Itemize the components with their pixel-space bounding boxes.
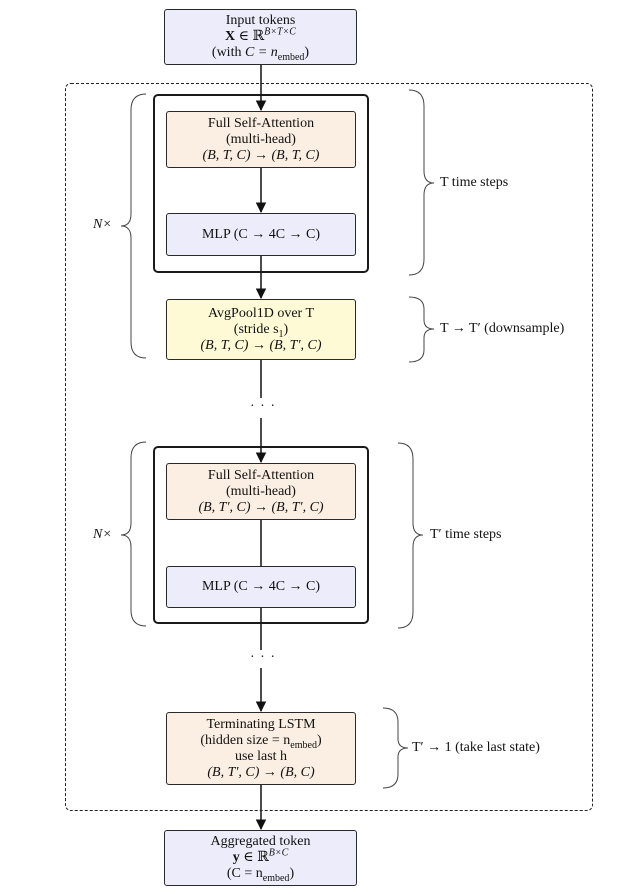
repeat-label-2: N× <box>93 527 112 542</box>
avgpool-box: AvgPool1D over T (stride s1) (B, T, C) →… <box>166 299 356 360</box>
terminating-lstm-box: Terminating LSTM (hidden size = nembed) … <box>166 712 356 785</box>
attention-subtitle-1: (multi-head) <box>226 131 296 147</box>
repeated-stages-container <box>65 83 593 811</box>
attention-title-2: Full Self-Attention <box>207 467 315 483</box>
lstm-shape: (B, T′, C) → (B, C) <box>207 764 315 780</box>
lstm-use-last: use last h <box>234 748 288 764</box>
attention-title-1: Full Self-Attention <box>207 115 315 131</box>
ellipsis-2: · · · <box>250 650 276 665</box>
pool-title: AvgPool1D over T <box>207 305 315 321</box>
self-attention-box-2: Full Self-Attention (multi-head) (B, T′,… <box>166 463 356 520</box>
self-attention-box-1: Full Self-Attention (multi-head) (B, T, … <box>166 111 356 168</box>
downsample-label: T → T′ (downsample) <box>440 321 565 336</box>
right-brace-last-state <box>382 707 409 789</box>
attention-shape-1: (B, T, C) → (B, T, C) <box>202 147 320 163</box>
input-embed-note: (with C = nembed) <box>211 45 310 63</box>
input-tokens-box: Input tokens X ∈ ℝB×T×C (with C = nembed… <box>164 9 357 65</box>
repeat-label-1: N× <box>93 217 112 232</box>
input-shape: X ∈ ℝB×T×C <box>225 26 296 44</box>
mlp-label-2: MLP (C → 4C → C) <box>201 579 321 594</box>
lstm-title: Terminating LSTM <box>206 716 316 732</box>
mlp-box-1: MLP (C → 4C → C) <box>166 213 356 256</box>
transformer-block-group-2 <box>153 446 369 624</box>
left-brace-stage1 <box>120 93 147 359</box>
right-brace-t-prime-steps <box>397 442 424 629</box>
last-state-label: T′ → 1 (take last state) <box>412 740 540 755</box>
transformer-block-group-1 <box>153 94 369 273</box>
attention-shape-2: (B, T′, C) → (B, T′, C) <box>198 499 324 515</box>
output-embed-note: (C = nembed) <box>226 866 295 884</box>
lstm-hidden-size: (hidden size = nembed) <box>200 732 322 751</box>
mlp-box-2: MLP (C → 4C → C) <box>166 566 356 608</box>
output-shape: y ∈ ℝB×C <box>232 847 289 865</box>
right-brace-t-steps <box>408 89 435 276</box>
right-brace-downsample <box>408 296 435 363</box>
input-title: Input tokens <box>225 13 296 28</box>
mlp-label-1: MLP (C → 4C → C) <box>201 226 321 242</box>
attention-subtitle-2: (multi-head) <box>226 483 296 499</box>
output-title: Aggregated token <box>210 834 311 849</box>
left-brace-stage2 <box>120 441 147 627</box>
t-prime-time-steps-label: T′ time steps <box>430 527 502 542</box>
pool-shape: (B, T, C) → (B, T′, C) <box>200 337 322 353</box>
aggregated-token-box: Aggregated token y ∈ ℝB×C (C = nembed) <box>164 830 357 886</box>
pool-stride: (stride s1) <box>233 321 289 340</box>
ellipsis-1: · · · <box>250 399 276 414</box>
t-time-steps-label: T time steps <box>440 175 509 190</box>
